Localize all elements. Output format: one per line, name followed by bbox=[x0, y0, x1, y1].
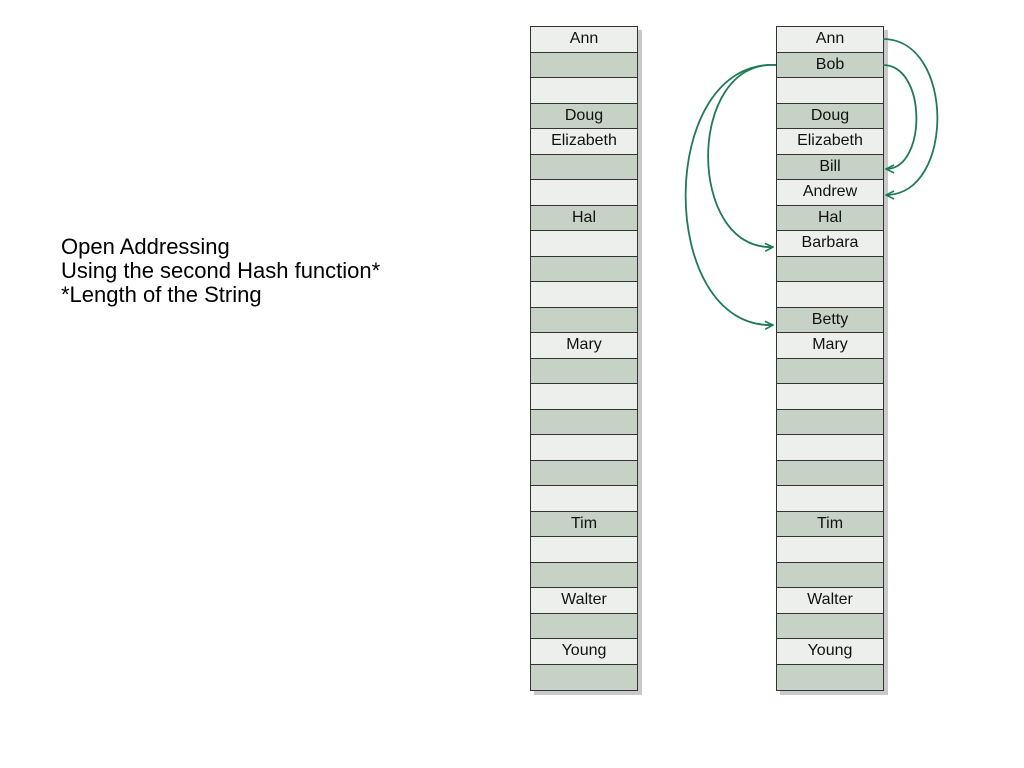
table-cell bbox=[531, 562, 637, 588]
probe-arrow bbox=[882, 38, 939, 195]
table-cell: Mary bbox=[777, 333, 883, 359]
table-cell bbox=[531, 52, 637, 78]
table-cell: Betty bbox=[777, 307, 883, 333]
caption: Open Addressing Using the second Hash fu… bbox=[61, 235, 380, 307]
table-cell bbox=[531, 78, 637, 104]
caption-line-1: Open Addressing bbox=[61, 234, 230, 259]
table-cell bbox=[531, 613, 637, 639]
table-cell bbox=[777, 409, 883, 435]
table-cell bbox=[531, 180, 637, 206]
table-cell bbox=[531, 664, 637, 690]
table-cell bbox=[777, 613, 883, 639]
table-cell: Doug bbox=[777, 103, 883, 129]
table-cell bbox=[777, 256, 883, 282]
table-cell bbox=[777, 486, 883, 512]
table-cell: Young bbox=[531, 639, 637, 665]
table-cell bbox=[531, 256, 637, 282]
table-cell bbox=[777, 358, 883, 384]
table-cell bbox=[531, 358, 637, 384]
caption-line-2: Using the second Hash function* bbox=[61, 258, 381, 283]
table-cell bbox=[531, 282, 637, 308]
table-cell: Walter bbox=[531, 588, 637, 614]
caption-line-3: *Length of the String bbox=[61, 282, 262, 307]
table-cell bbox=[777, 664, 883, 690]
table-cell: Hal bbox=[531, 205, 637, 231]
table-cell: Ann bbox=[777, 27, 883, 53]
table-cell bbox=[531, 486, 637, 512]
table-cell bbox=[777, 460, 883, 486]
table-cell bbox=[531, 460, 637, 486]
probe-arrow bbox=[882, 64, 918, 169]
table-cell bbox=[777, 435, 883, 461]
table-cell: Elizabeth bbox=[777, 129, 883, 155]
table-cell: Andrew bbox=[777, 180, 883, 206]
table-cell bbox=[777, 562, 883, 588]
table-cell: Bob bbox=[777, 52, 883, 78]
probe-arrow bbox=[707, 64, 777, 247]
table-cell bbox=[531, 231, 637, 257]
table-cell bbox=[777, 78, 883, 104]
table-cell: Walter bbox=[777, 588, 883, 614]
table-cell: Mary bbox=[531, 333, 637, 359]
table-cell bbox=[531, 384, 637, 410]
table-cell: Hal bbox=[777, 205, 883, 231]
table-cell bbox=[531, 154, 637, 180]
table-cell: Tim bbox=[777, 511, 883, 537]
table-cell bbox=[777, 384, 883, 410]
table-cell: Barbara bbox=[777, 231, 883, 257]
table-cell: Young bbox=[777, 639, 883, 665]
table-cell bbox=[777, 282, 883, 308]
probe-arrow bbox=[684, 64, 777, 325]
table-cell bbox=[531, 307, 637, 333]
table-cell bbox=[531, 435, 637, 461]
table-cell: Doug bbox=[531, 103, 637, 129]
table-cell bbox=[531, 409, 637, 435]
table-cell bbox=[777, 537, 883, 563]
table-cell: Elizabeth bbox=[531, 129, 637, 155]
table-cell: Ann bbox=[531, 27, 637, 53]
table-cell: Bill bbox=[777, 154, 883, 180]
table-cell bbox=[531, 537, 637, 563]
table-cell: Tim bbox=[531, 511, 637, 537]
